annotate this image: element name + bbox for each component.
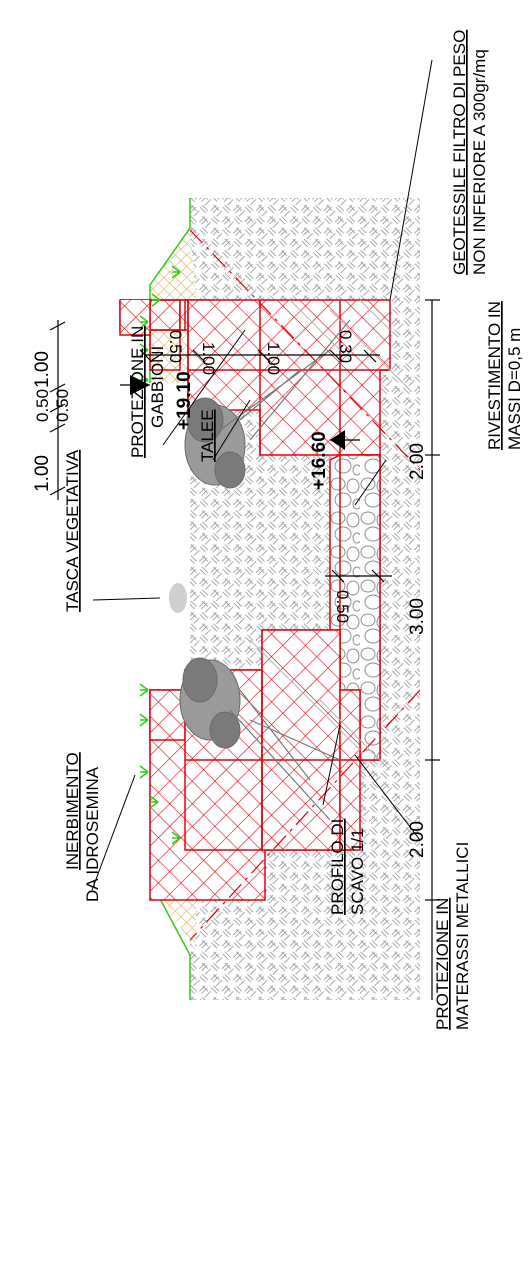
label-protezione-gabbioni: PROTEZIONE IN GABBIONI [128, 326, 167, 458]
label-inerbimento: INERBIMENTO DA IDROSEMINA [63, 752, 102, 902]
elevation-top-text: +19.10 [174, 371, 195, 430]
dim-vert-4: 0.30 [336, 330, 355, 363]
svg-text:PROTEZIONE IN: PROTEZIONE IN [128, 326, 147, 458]
leader-lines [91, 59, 433, 891]
svg-text:PROFILO DI: PROFILO DI [328, 819, 347, 915]
dim-top-4: 1.00 [32, 455, 53, 492]
elevation-marker-top: +19.10 [120, 371, 195, 430]
dimension-chain-top [49, 320, 66, 500]
elevation-marker-bottom: +16.60 [309, 430, 360, 490]
excavation-profile-lower [189, 689, 421, 941]
dimension-chain-width [425, 299, 440, 1000]
dim-vert-2: 1.00 [199, 342, 218, 375]
label-talee: TALEE [198, 409, 217, 462]
dim-bed: 3.00 [407, 598, 428, 635]
dim-top-3: 0.50 [53, 389, 72, 422]
talee-lower [179, 657, 341, 821]
talee-upper [184, 319, 351, 489]
geotextile-line [249, 299, 411, 771]
svg-text:DA IDROSEMINA: DA IDROSEMINA [83, 766, 102, 902]
dim-vert-3: 1.00 [264, 342, 283, 375]
svg-text:TALEE: TALEE [198, 409, 217, 462]
svg-text:MASSI D=0,5 m: MASSI D=0,5 m [505, 328, 524, 450]
dim-top-2: 0.50 [33, 389, 52, 422]
label-materassi: PROTEZIONE IN MATERASSI METALLICI [433, 842, 472, 1030]
svg-text:NON INFERIORE A 300gr/mq: NON INFERIORE A 300gr/mq [470, 49, 489, 275]
label-tasca-vegetativa: TASCA VEGETATIVA [63, 449, 82, 612]
dimension-bed-depth [325, 569, 392, 583]
tasca-vegetativa-shape [169, 583, 187, 613]
svg-text:SCAVO 1/1: SCAVO 1/1 [348, 828, 367, 915]
dimension-chain-vertical [139, 349, 380, 363]
svg-text:GABBIONI: GABBIONI [148, 346, 167, 428]
dim-bank-right: 2.00 [407, 443, 428, 480]
label-geotessile: GEOTESSILE FILTRO DI PESO NON INFERIORE … [450, 30, 489, 275]
dim-bed-depth: 0.50 [333, 590, 352, 623]
elevation-bottom-text: +16.60 [309, 431, 330, 490]
svg-text:GEOTESSILE FILTRO DI PESO: GEOTESSILE FILTRO DI PESO [450, 30, 469, 275]
svg-text:PROTEZIONE IN: PROTEZIONE IN [433, 898, 452, 1030]
grass-tufts [139, 265, 181, 845]
svg-text:TASCA VEGETATIVA: TASCA VEGETATIVA [63, 449, 82, 612]
dim-top-1: 1.00 [32, 351, 53, 388]
dim-vert-1: 0.50 [166, 330, 185, 363]
svg-text:INERBIMENTO: INERBIMENTO [63, 752, 82, 870]
svg-text:RIVESTIMENTO IN: RIVESTIMENTO IN [485, 301, 504, 450]
label-rivestimento: RIVESTIMENTO IN MASSI D=0,5 m [485, 301, 524, 450]
channel-void [120, 198, 190, 300]
excavation-profile-upper [189, 229, 421, 471]
label-profilo-scavo: PROFILO DI SCAVO 1/1 [328, 819, 367, 915]
svg-text:MATERASSI METALLICI: MATERASSI METALLICI [453, 842, 472, 1030]
